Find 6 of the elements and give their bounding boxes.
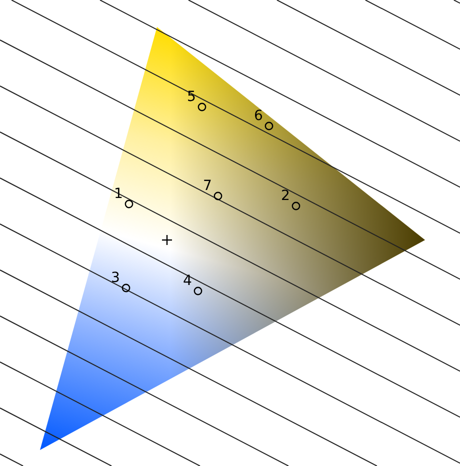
point-number: 6 (254, 109, 263, 123)
point-number: 2 (281, 189, 290, 203)
point-number: 4 (183, 274, 192, 288)
point-number: 5 (187, 90, 196, 104)
point-number: 7 (203, 179, 212, 193)
point-number: 3 (111, 271, 120, 285)
